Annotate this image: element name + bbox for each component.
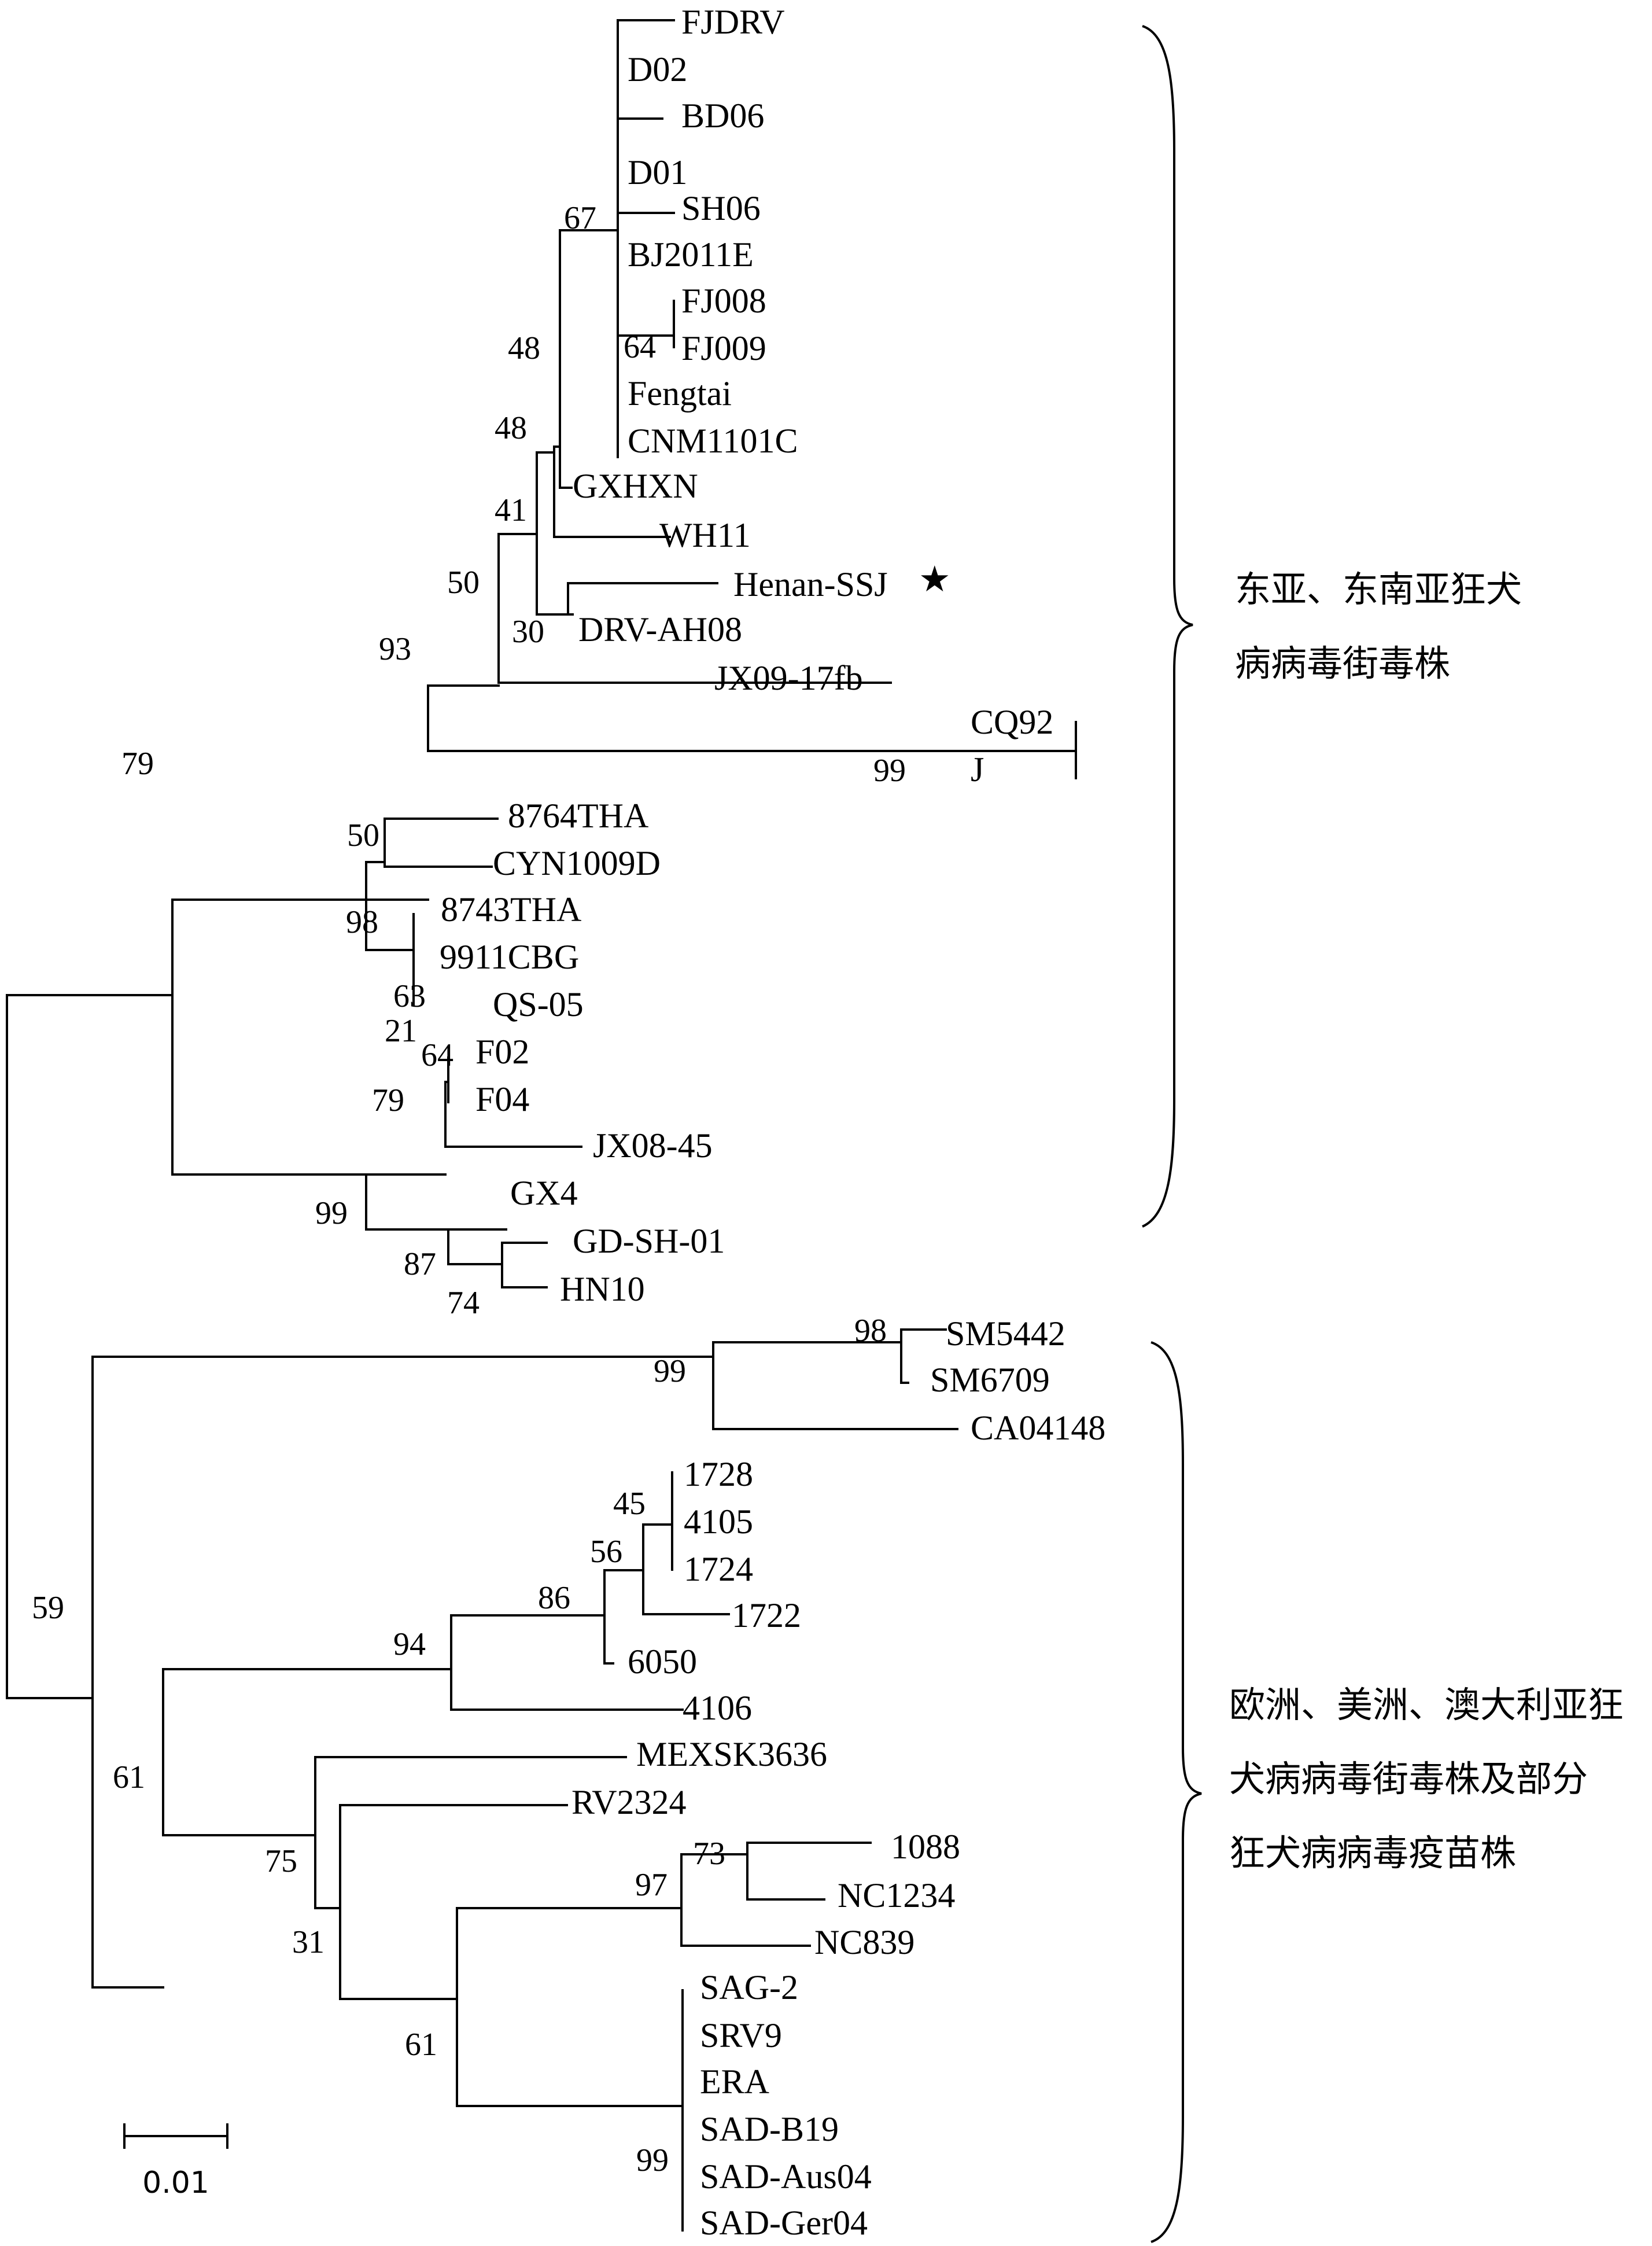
bootstrap-value: 61 — [405, 2027, 437, 2063]
taxon-label: JX08-45 — [593, 1126, 713, 1165]
taxon-label: 1724 — [684, 1550, 753, 1588]
taxon-label: CNM1101C — [628, 422, 798, 460]
taxon-label: FJDRV — [681, 3, 785, 41]
taxon-label: FJ009 — [681, 329, 766, 367]
clade-label-europe-america-line-1: 欧洲、美洲、澳大利亚狂 — [1229, 1684, 1624, 1726]
taxon-label: 1728 — [684, 1455, 753, 1493]
taxon-label: FJ008 — [681, 282, 766, 320]
bootstrap-value: 98 — [854, 1313, 887, 1349]
bootstrap-value: 45 — [613, 1486, 646, 1522]
clade-bracket-europe-america: 欧洲、美洲、澳大利亚狂 犬病病毒街毒株及部分 狂犬病病毒疫苗株 — [1150, 1341, 1624, 2243]
taxon-label: NC839 — [814, 1923, 915, 1961]
taxon-label: BJ2011E — [628, 235, 754, 274]
taxon-label: D02 — [628, 50, 687, 89]
bootstrap-value: 93 — [379, 631, 411, 667]
taxon-label: GXHXN — [573, 467, 698, 505]
taxon-label: 9911CBG — [440, 938, 579, 976]
clade-label-east-asia-line-1: 东亚、东南亚狂犬 — [1235, 568, 1522, 610]
clade-label-east-asia-line-2: 病病毒街毒株 — [1235, 642, 1450, 684]
taxon-label: SM6709 — [930, 1361, 1050, 1399]
taxon-label: MEXSK3636 — [636, 1735, 827, 1773]
taxon-label: SH06 — [681, 189, 761, 227]
bootstrap-value: 94 — [393, 1626, 426, 1662]
scale-bar-label: 0.01 — [142, 2166, 209, 2200]
taxon-label: 4105 — [684, 1503, 753, 1541]
bootstrap-value: 30 — [512, 614, 544, 650]
taxon-label: SAG-2 — [700, 1968, 798, 2006]
bootstrap-value: 61 — [113, 1759, 145, 1795]
scale-bar: 0.01 — [123, 2123, 228, 2200]
bootstrap-value: 48 — [508, 330, 540, 366]
bootstrap-value: 50 — [447, 565, 480, 601]
taxon-label: 1722 — [732, 1596, 801, 1634]
taxon-label: J — [971, 750, 984, 789]
taxon-label: SAD-B19 — [700, 2110, 839, 2148]
taxon-label: F04 — [475, 1080, 529, 1118]
bootstrap-value: 64 — [421, 1037, 453, 1073]
taxon-label: WH11 — [659, 516, 751, 554]
taxon-label: D01 — [628, 153, 687, 192]
bootstrap-value: 64 — [624, 329, 656, 365]
taxon-label: ERA — [700, 2063, 769, 2101]
bootstrap-values: 6764484841503093997950986321647999877498… — [32, 200, 906, 2178]
bootstrap-value: 56 — [590, 1534, 622, 1570]
taxon-label: 8764THA — [508, 797, 648, 835]
curly-brace-europe-america — [1150, 1341, 1202, 2243]
taxon-label: NC1234 — [838, 1876, 955, 1914]
bootstrap-value: 98 — [346, 904, 378, 940]
taxon-label: CA04148 — [971, 1409, 1105, 1447]
taxon-label: 4106 — [683, 1689, 752, 1727]
bootstrap-value: 41 — [495, 492, 527, 528]
taxon-label: HN10 — [560, 1270, 645, 1308]
bootstrap-value: 99 — [654, 1353, 686, 1389]
bootstrap-value: 31 — [292, 1924, 325, 1960]
taxon-label: GD-SH-01 — [573, 1222, 725, 1260]
taxon-label: CYN1009D — [493, 844, 661, 882]
taxon-label: SM5442 — [946, 1315, 1065, 1353]
bootstrap-value: 79 — [121, 746, 154, 782]
bootstrap-value: 59 — [32, 1590, 64, 1626]
bootstrap-value: 74 — [447, 1285, 480, 1321]
bootstrap-value: 97 — [635, 1867, 668, 1903]
bootstrap-value: 63 — [393, 978, 426, 1014]
bootstrap-value: 99 — [315, 1195, 348, 1231]
bootstrap-value: 87 — [404, 1246, 436, 1282]
bootstrap-value: 99 — [873, 753, 906, 789]
clade-label-europe-america-line-3: 狂犬病病毒疫苗株 — [1229, 1832, 1516, 1874]
bootstrap-value: 21 — [385, 1013, 417, 1049]
clade-label-europe-america-line-2: 犬病病毒街毒株及部分 — [1229, 1758, 1588, 1800]
star-marker-icon: ★ — [919, 558, 951, 600]
taxon-label: BD06 — [681, 97, 764, 135]
bootstrap-value: 73 — [693, 1836, 725, 1872]
bootstrap-value: 79 — [372, 1083, 404, 1118]
taxon-label: CQ92 — [971, 703, 1053, 741]
taxon-label: SAD-Ger04 — [700, 2204, 868, 2242]
taxon-label: F02 — [475, 1033, 529, 1071]
taxon-label: 6050 — [628, 1643, 697, 1681]
taxon-label: Henan-SSJ — [733, 565, 888, 603]
taxon-label: 1088 — [891, 1828, 960, 1866]
bootstrap-value: 50 — [347, 818, 379, 853]
clade-bracket-east-asia: 东亚、东南亚狂犬 病病毒街毒株 — [1142, 25, 1522, 1228]
taxon-label: QS-05 — [493, 985, 584, 1023]
taxon-label: Fengtai — [628, 374, 732, 413]
taxon-label: GX4 — [510, 1174, 578, 1212]
bootstrap-value: 48 — [495, 410, 527, 446]
bootstrap-value: 67 — [564, 200, 596, 236]
taxon-label: SRV9 — [700, 2016, 782, 2054]
taxon-label: JX09-17fb — [714, 659, 863, 697]
taxon-label: RV2324 — [571, 1783, 687, 1821]
taxon-label: SAD-Aus04 — [700, 2157, 872, 2196]
curly-brace-east-asia — [1142, 25, 1193, 1228]
taxon-label: 8743THA — [441, 890, 581, 929]
bootstrap-value: 86 — [538, 1580, 570, 1616]
taxon-label: DRV-AH08 — [578, 610, 742, 649]
bootstrap-value: 99 — [636, 2142, 669, 2178]
bootstrap-value: 75 — [265, 1843, 297, 1879]
tree-branches — [6, 19, 1077, 2232]
